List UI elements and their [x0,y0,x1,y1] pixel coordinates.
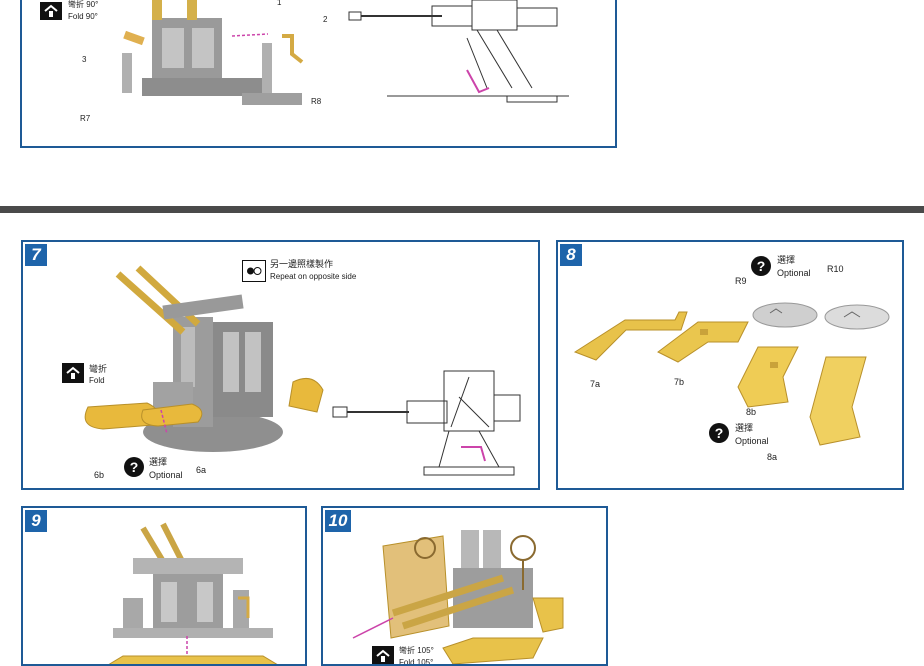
step-7-badge: 7 [25,244,47,266]
section-divider [0,206,924,213]
part-label-3: 3 [82,55,87,64]
fold-label-en: Fold [89,376,105,385]
fold-90-label-en: Fold 90° [68,12,98,21]
side-view-line-drawing [332,370,521,476]
repeat-label-en: Repeat on opposite side [270,272,357,281]
part-label-r7: R7 [80,114,91,123]
fold-105-label-en: Fold 105° [399,658,434,666]
fold-label-cn: 彎折 [89,364,108,374]
gun-mount-model-illustration [122,0,304,105]
repeat-label-cn: 另一邊照樣製作 [270,259,334,269]
fold-90-label-cn: 彎折 90° [68,0,99,9]
part-label-8b: 8b [746,407,757,417]
optional-label-en: Optional [149,470,183,480]
optional-label-en-2: Optional [735,436,769,446]
fold-105-label-cn: 彎折 105° [399,646,434,655]
repeat-opposite-side-icon [242,260,266,282]
step-8-badge: 8 [560,244,582,266]
part-label-r10: R10 [827,264,844,274]
part-label-r8: R8 [311,97,322,106]
optional-label-cn: 選擇 [149,457,168,467]
part-label-r9: R9 [735,276,747,286]
step-10-model-illustration [352,530,564,664]
step-9-model-illustration [108,522,278,664]
part-label-6a: 6a [196,465,207,475]
top-instruction-panel: 彎折 90° Fold 90° 1 2 3 R7 R8 [20,0,617,148]
part-label-8a: 8a [767,452,778,462]
part-label-7a: 7a [590,379,601,389]
step-9-panel: 9 [21,506,307,666]
optional-question-icon: ? [709,423,729,443]
step-10-badge: 10 [325,510,351,532]
side-view-line-drawing [348,0,569,103]
fold-arrow-icon [372,646,394,664]
fold-arrow-icon [40,2,62,20]
part-label-6b: 6b [94,470,105,480]
fold-arrow-icon [62,363,84,383]
step-9-badge: 9 [25,510,47,532]
optional-label-cn-2: 選擇 [735,423,754,433]
part-label-2: 2 [323,15,328,24]
step-10-panel: 10 彎折 105° Fold 105° [321,506,608,666]
step-7-panel: 7 另一邊照樣製作 Repeat on opposite side 彎折 Fol… [21,240,540,490]
photo-etched-parts-illustration [573,302,890,446]
part-label-1: 1 [277,0,282,7]
optional-question-icon: ? [751,256,771,276]
optional-question-icon: ? [124,457,144,477]
part-label-7b: 7b [674,377,685,387]
optional-label-en-1: Optional [777,268,811,278]
step-8-panel: 8 ? 選擇 Optional ? 選擇 Optional R9 R10 7a … [556,240,904,490]
optional-label-cn-1: 選擇 [777,255,796,265]
gun-mount-3d-model [84,265,324,452]
